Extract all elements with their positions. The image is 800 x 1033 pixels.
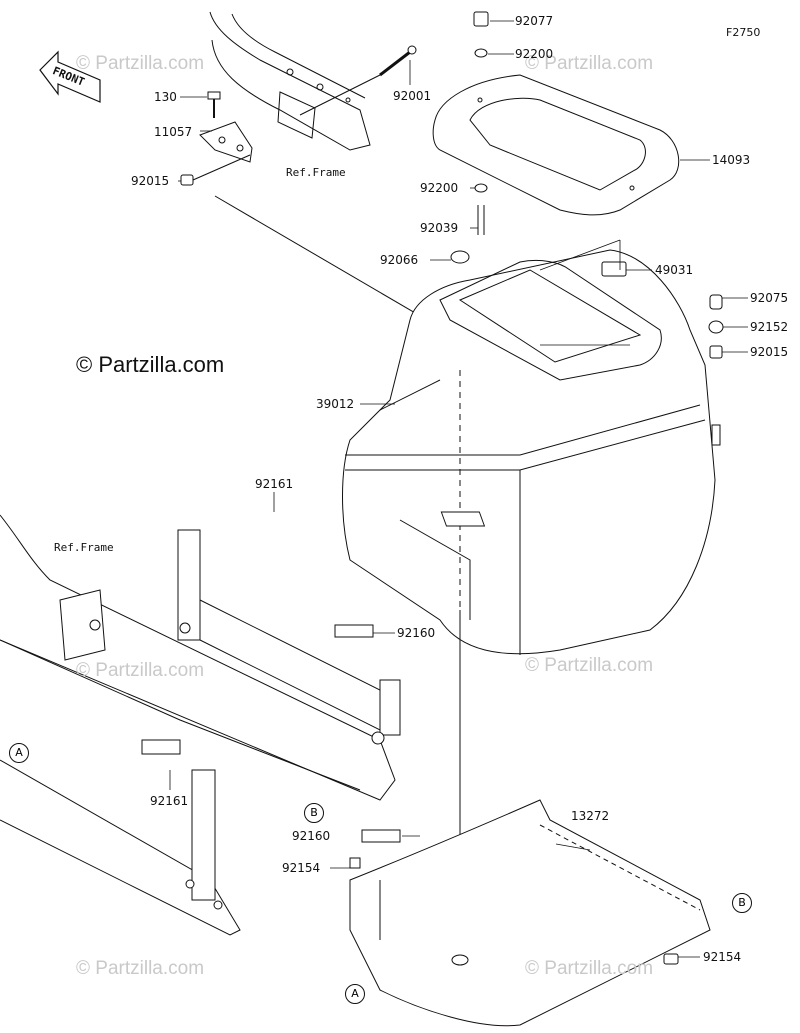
- part-label-39012: 39012: [316, 397, 355, 411]
- part-label-92161-top: 92161: [255, 477, 294, 491]
- callout-b-mid: B: [304, 803, 324, 823]
- part-label-49031: 49031: [655, 263, 694, 277]
- bolt-92154-right-icon: [663, 953, 679, 965]
- nut-92015-right-icon: [709, 345, 723, 359]
- collar-92152-icon: [708, 320, 724, 334]
- part-label-92154-left: 92154: [282, 861, 321, 875]
- bolt-92154-left-icon: [349, 857, 361, 869]
- nut-92015-icon: [180, 174, 194, 186]
- part-label-92154-right: 92154: [703, 950, 742, 964]
- pad-92161-top-icon: [440, 511, 486, 527]
- part-label-92160-top: 92160: [397, 626, 436, 640]
- key-92077-icon: [473, 11, 489, 27]
- part-label-92077: 92077: [515, 14, 554, 28]
- part-label-130: 130: [154, 90, 177, 104]
- bolt-92001-icon: [299, 45, 417, 116]
- watermark: © Partzilla.com: [525, 655, 654, 676]
- ref-frame-label-bottom: Ref.Frame: [54, 541, 114, 554]
- part-label-92075: 92075: [750, 291, 789, 305]
- part-label-92015-right: 92015: [750, 345, 789, 359]
- lid-14093-icon: [432, 74, 680, 216]
- bracket-49031-icon: [601, 261, 627, 277]
- part-label-92039: 92039: [420, 221, 459, 235]
- watermark: © Partzilla.com: [525, 958, 654, 979]
- ref-frame-label-top: Ref.Frame: [286, 166, 346, 179]
- pin-92039-icon: [477, 205, 485, 235]
- part-label-14093: 14093: [712, 153, 751, 167]
- callout-b-right: B: [732, 893, 752, 913]
- watermark: © Partzilla.com: [76, 958, 205, 979]
- part-label-92160-bottom: 92160: [292, 829, 331, 843]
- leader-lines: [169, 20, 748, 958]
- front-arrow-icon: [39, 50, 101, 103]
- part-label-92066: 92066: [380, 253, 419, 267]
- pad-92160-bottom-icon: [361, 829, 401, 843]
- part-label-92001: 92001: [393, 89, 432, 103]
- grommet-92075-icon: [709, 294, 723, 310]
- part-label-92200-top: 92200: [515, 47, 554, 61]
- callout-a-top: A: [9, 743, 29, 763]
- part-label-92015-left: 92015: [131, 174, 170, 188]
- callout-a-bottom: A: [345, 984, 365, 1004]
- washer-92200-top-icon: [474, 48, 488, 58]
- watermark: © Partzilla.com: [76, 53, 205, 74]
- part-label-92161-bottom: 92161: [150, 794, 189, 808]
- lower-frame: [0, 514, 401, 936]
- part-label-92152: 92152: [750, 320, 789, 334]
- copyright-label: © Partzilla.com: [76, 352, 225, 377]
- upper-frame-rail: [209, 11, 371, 151]
- part-label-92200-mid: 92200: [420, 181, 459, 195]
- part-label-11057: 11057: [154, 125, 193, 139]
- tray-13272-icon: [349, 799, 711, 1027]
- pad-92160-top-icon: [334, 624, 374, 638]
- cap-92066-icon: [450, 250, 470, 264]
- part-label-13272: 13272: [571, 809, 610, 823]
- watermark: © Partzilla.com: [76, 660, 205, 681]
- washer-92200-mid-icon: [474, 183, 488, 193]
- pad-92161-bottom-icon: [141, 739, 181, 755]
- watermark: © Partzilla.com: [525, 53, 654, 74]
- bracket-11057-icon: [199, 91, 253, 163]
- storage-box-39012-icon: [342, 249, 721, 960]
- figure-code: F2750: [726, 26, 761, 39]
